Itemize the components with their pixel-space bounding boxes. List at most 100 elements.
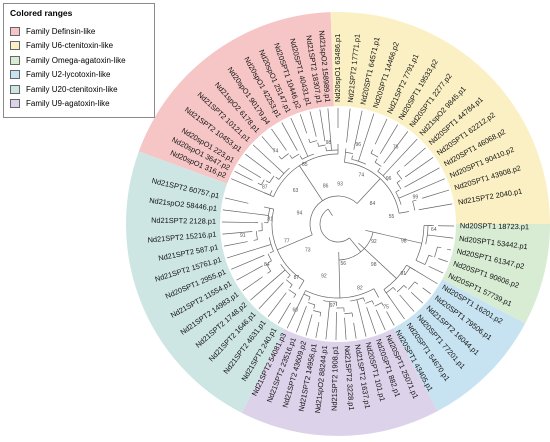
branch	[385, 138, 418, 174]
branch-arc	[382, 175, 389, 181]
legend-label: Family U6-ctenitoxin-like	[26, 41, 114, 51]
branch-arc	[309, 140, 318, 144]
bootstrap-value: 60	[293, 307, 299, 313]
branch	[222, 231, 253, 235]
branch-arc	[267, 215, 269, 223]
branch	[356, 299, 359, 304]
branch	[392, 287, 396, 291]
bootstrap-value: 96	[355, 142, 361, 148]
branch-arc	[303, 293, 311, 298]
leaf-label: Nd21SPT2 1908.p1	[330, 346, 340, 411]
branch	[414, 281, 419, 285]
branch	[296, 306, 307, 333]
branch	[373, 288, 380, 298]
branch	[281, 269, 286, 273]
branch-arc	[268, 237, 272, 245]
bootstrap-value: 92	[321, 273, 327, 279]
branch	[263, 206, 274, 210]
branch	[252, 144, 282, 172]
branch-arc	[396, 285, 405, 293]
branch	[404, 167, 440, 188]
branch	[402, 178, 445, 197]
branch	[257, 182, 262, 186]
family-band	[241, 328, 438, 436]
branch	[431, 235, 454, 239]
legend-item-u2-lycotoxin: Family U2-lycotoxin-like	[10, 68, 148, 83]
branch-arc	[309, 195, 358, 236]
branch-arc	[398, 198, 402, 205]
branch	[383, 289, 390, 298]
family-band	[442, 224, 550, 324]
bootstrap-value: 81	[267, 216, 273, 222]
branch	[309, 111, 317, 137]
branch	[269, 251, 274, 254]
branch	[264, 192, 274, 197]
branch	[313, 304, 316, 309]
branch-arc	[270, 244, 274, 252]
branch	[319, 109, 326, 142]
branch	[280, 170, 285, 174]
leaf-label: Nd21SPT2 2128.p1	[151, 216, 216, 226]
branch	[379, 124, 399, 154]
branch	[231, 254, 265, 270]
branch	[275, 176, 280, 180]
bootstrap-value: 85	[302, 162, 308, 168]
leaf-label: Nd20SPT1 18723.p1	[460, 221, 529, 231]
branch	[265, 180, 270, 184]
branch	[289, 284, 293, 289]
legend-swatch	[10, 70, 20, 80]
branch	[224, 197, 249, 204]
branch	[267, 270, 272, 274]
bootstrap-value: 82	[357, 286, 363, 292]
branch	[349, 237, 362, 253]
leaf-label: Nd20spO1 63486.p1	[333, 34, 342, 102]
branch	[267, 292, 287, 317]
branch-arc	[305, 288, 375, 299]
legend-label: Family U20-ctenitoxin-like	[26, 84, 118, 94]
branch	[299, 165, 323, 201]
branch	[317, 142, 319, 147]
branch-arc	[425, 234, 428, 245]
branch	[415, 260, 426, 265]
branch	[319, 312, 322, 317]
branch	[253, 239, 258, 241]
branch	[344, 152, 346, 163]
branch	[396, 169, 401, 174]
branch	[370, 149, 373, 154]
branch-arc	[350, 299, 357, 302]
branch	[418, 203, 453, 211]
branch-arc	[426, 225, 429, 236]
branch	[358, 242, 397, 279]
branch	[447, 248, 452, 251]
branch	[277, 302, 291, 324]
branch	[371, 300, 375, 305]
branch	[281, 122, 298, 151]
branch	[250, 272, 283, 301]
legend: Colored ranges Family Definsin-like Fami…	[3, 3, 155, 118]
legend-swatch	[10, 41, 20, 51]
branch-arc	[374, 302, 382, 307]
branch	[437, 246, 442, 249]
bootstrap-value: 97	[330, 303, 336, 309]
branch-arc	[345, 152, 354, 154]
branch	[271, 128, 287, 151]
branch	[242, 276, 263, 291]
bootstrap-value: 91	[240, 233, 246, 239]
bootstrap-value: 77	[284, 238, 290, 244]
branch	[388, 295, 405, 320]
bootstrap-value: 75	[383, 304, 389, 310]
branch	[267, 244, 272, 246]
branch	[410, 291, 424, 304]
branch	[231, 178, 267, 194]
branch	[277, 234, 313, 251]
branch	[351, 155, 353, 160]
branch	[353, 110, 363, 150]
branch	[300, 290, 306, 300]
branch	[261, 136, 276, 152]
branch-arc	[424, 255, 430, 265]
branch-arc	[313, 310, 321, 313]
branch	[286, 297, 303, 329]
bootstrap-value: 98	[326, 140, 332, 146]
branch	[346, 108, 351, 143]
